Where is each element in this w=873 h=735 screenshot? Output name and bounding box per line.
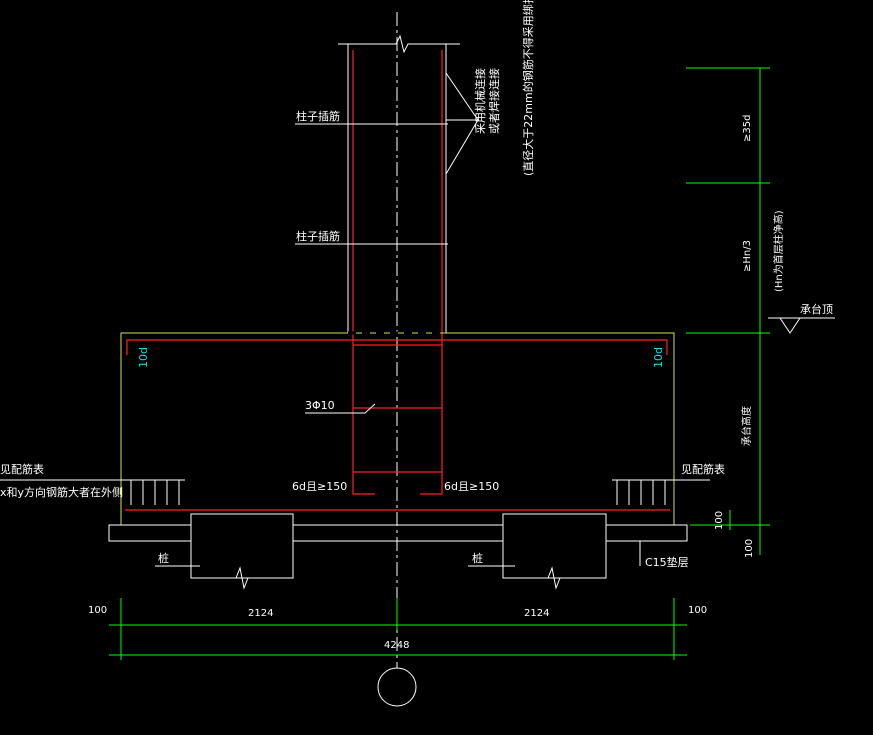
dim-100-a: 100: [714, 511, 725, 530]
cap-top-symbol: [768, 317, 835, 334]
dim-35d: ≥35d: [742, 115, 753, 142]
label-stirrups: 3Φ10: [305, 399, 335, 412]
label-pile-left: 桩: [158, 551, 169, 565]
label-connection-note-2: 或者焊接连接: [487, 68, 501, 134]
label-column-dowel-2: 柱子插筋: [296, 229, 340, 243]
dim-hn3: ≥Hn/3: [742, 240, 753, 272]
label-cushion: C15垫层: [645, 555, 689, 569]
bottom-dimension-chain: [109, 598, 687, 660]
dim-right-2124: 2124: [524, 608, 549, 619]
label-connection-note-3: (直径大于22mm的钢筋不得采用绑扎搭接): [521, 0, 535, 176]
dim-cap-height: 承台高度: [740, 406, 753, 446]
bottom-bar-hatch-left: [0, 479, 185, 505]
axis-bubble: [377, 667, 417, 707]
label-anchor-left: 10d: [137, 347, 150, 368]
label-bottom-bar-left-2: x和y方向钢筋大者在外侧: [0, 485, 123, 499]
dim-hn-note: (Hn为首层柱净高): [772, 210, 785, 292]
label-anchor-right: 10d: [652, 347, 665, 368]
cushion-layer: [108, 524, 688, 542]
right-dimension-chain: [686, 67, 770, 555]
leader-lines: [155, 72, 641, 567]
column-outline: [338, 34, 460, 333]
label-bottom-bar-left-1: 见配筋表: [0, 462, 44, 476]
pile-right: [502, 513, 607, 590]
pile-left: [190, 513, 294, 590]
dim-100-b: 100: [744, 539, 755, 558]
dim-left-2124: 2124: [248, 608, 273, 619]
label-column-dowel-1: 柱子插筋: [296, 109, 340, 123]
label-pile-right: 桩: [472, 551, 483, 565]
dim-left-100: 100: [88, 605, 107, 616]
bottom-bar-hatch-right: [612, 479, 710, 505]
dim-total: 4248: [384, 640, 409, 651]
label-hook-left: 6d且≥150: [292, 480, 347, 493]
pile-cap-rebars: [125, 339, 670, 511]
label-cap-top: 承台顶: [800, 302, 833, 316]
column-rebars: [352, 50, 443, 495]
label-hook-right: 6d且≥150: [444, 480, 499, 493]
label-connection-note-1: 采用机械连接: [473, 68, 487, 134]
dim-right-100: 100: [688, 605, 707, 616]
label-bottom-bar-right: 见配筋表: [681, 462, 725, 476]
